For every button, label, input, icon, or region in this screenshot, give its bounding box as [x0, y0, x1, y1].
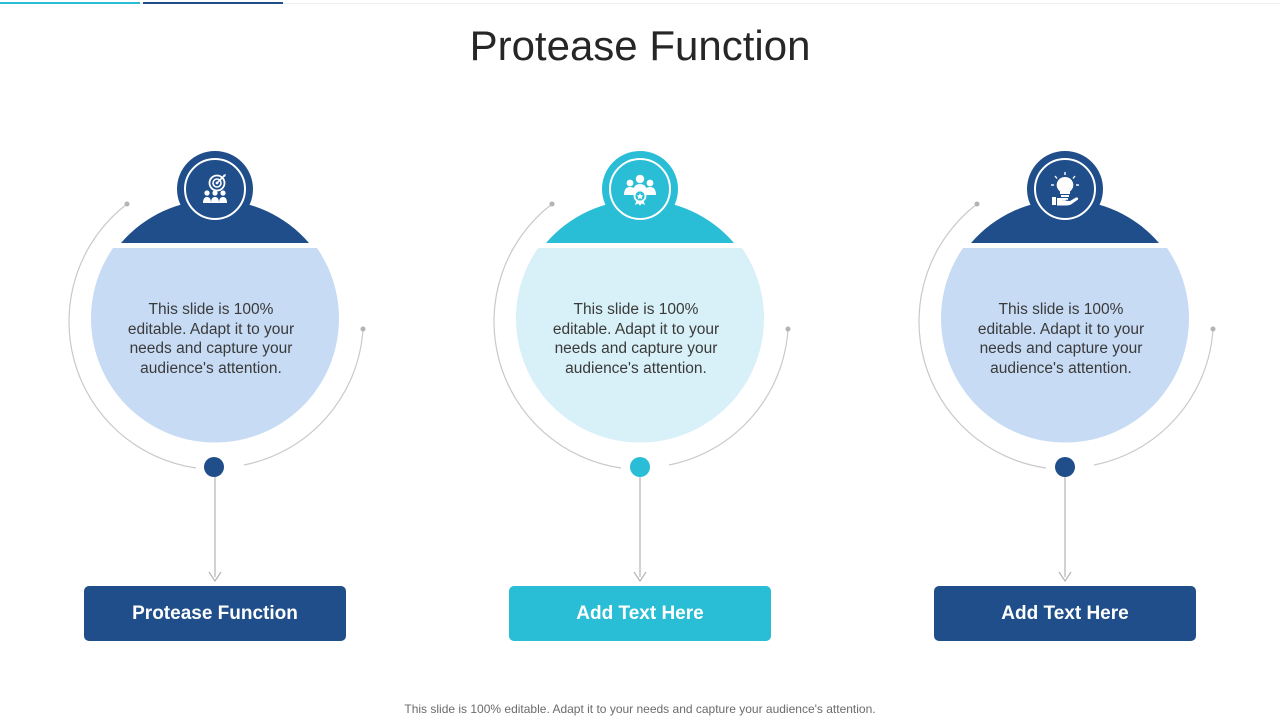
process-card-2: This slide is 100% editable. Adapt it to…: [491, 145, 821, 645]
process-card-3: This slide is 100% editable. Adapt it to…: [916, 145, 1246, 645]
idea-hand-icon: [1031, 155, 1099, 223]
card-description: This slide is 100% editable. Adapt it to…: [552, 301, 720, 377]
top-accent-bar: [0, 0, 1280, 4]
slide-footer-note: This slide is 100% editable. Adapt it to…: [404, 702, 876, 716]
card-decoration: [68, 151, 366, 583]
card-label-button[interactable]: Add Text Here: [934, 586, 1196, 641]
card-decoration: [918, 151, 1216, 583]
card-description: This slide is 100% editable. Adapt it to…: [977, 301, 1145, 377]
target-team-icon: [181, 155, 249, 223]
card-label-button[interactable]: Add Text Here: [509, 586, 771, 641]
process-card-1: This slide is 100% editable. Adapt it to…: [66, 145, 396, 645]
card-description: This slide is 100% editable. Adapt it to…: [127, 301, 295, 377]
slide-title: Protease Function: [469, 22, 811, 69]
group-award-icon: [606, 155, 674, 223]
card-label-button[interactable]: Protease Function: [84, 586, 346, 641]
